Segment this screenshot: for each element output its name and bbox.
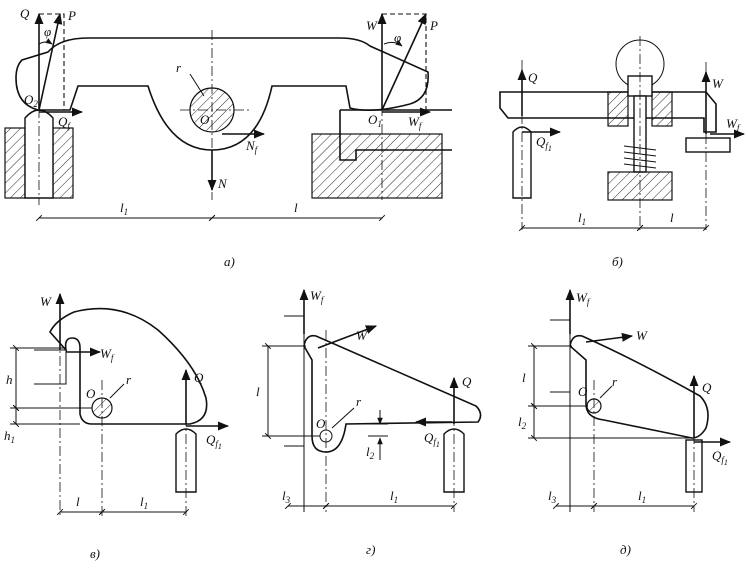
lever-plate [499, 91, 717, 133]
label-c-Wf: Wf [100, 346, 115, 363]
leader-r [189, 73, 205, 97]
label-e-l3: l3 [548, 488, 557, 505]
force-e-W [585, 332, 634, 343]
right-support-hatch [311, 133, 443, 199]
label-e-r: r [612, 374, 618, 389]
label-e-l1: l1 [638, 488, 646, 505]
caption-a: а) [224, 254, 235, 269]
label-e-Q: Q [702, 380, 712, 395]
workpiece-d [284, 315, 305, 447]
label-c-h: h [6, 372, 13, 387]
lever-c [49, 307, 208, 425]
label-e-l2: l2 [518, 414, 527, 431]
label-Nf: Nf [245, 138, 259, 155]
panel-a: Q P φ O2 Qf r O Nf N W P φ O1 Wf l1 l а) [4, 6, 452, 269]
label-e-Wf: Wf [576, 290, 591, 307]
label-e-O: O [578, 384, 588, 399]
parallelogram-left [39, 13, 65, 110]
label-O1: O1 [368, 112, 382, 129]
label-P: P [67, 8, 76, 23]
caption-c: в) [90, 546, 100, 561]
label-O: O [200, 112, 210, 127]
lever-d [303, 334, 482, 453]
label-P-right: P [429, 18, 438, 33]
label-d-l: l [256, 384, 260, 399]
angle-phi-left [38, 38, 53, 45]
plate-section-right [651, 91, 673, 127]
label-e-W: W [636, 328, 648, 343]
workpiece-b [685, 137, 731, 153]
lever-e [569, 334, 709, 439]
caption-e: д) [620, 542, 631, 557]
caption-b: б) [612, 254, 623, 269]
lever-body [15, 37, 429, 151]
label-d-l2: l2 [366, 444, 375, 461]
label-b-l1: l1 [578, 210, 586, 227]
label-c-l: l [76, 494, 80, 509]
label-e-l: l [522, 370, 526, 385]
label-d-l1: l1 [390, 488, 398, 505]
label-d-Wf: Wf [310, 288, 325, 305]
label-c-l1: l1 [140, 494, 148, 511]
parallelogram-right [382, 13, 427, 110]
force-d-W [317, 325, 378, 349]
label-c-r: r [126, 372, 132, 387]
label-d-Q: Q [462, 374, 472, 389]
label-c-O: O [86, 386, 96, 401]
panel-e: Wf W l r O l2 Q Qf1 l3 l1 д) [518, 288, 732, 557]
workpiece-c [34, 349, 67, 385]
label-r: r [176, 60, 182, 75]
left-support-hatch [4, 127, 26, 199]
label-c-W: W [40, 294, 52, 309]
label-b-Qf1: Qf1 [536, 134, 552, 153]
workpiece-e [550, 319, 571, 393]
label-l: l [294, 200, 298, 215]
label-Q: Q [20, 6, 30, 21]
label-Qf: Qf [58, 114, 71, 131]
label-b-Q: Q [528, 70, 538, 85]
label-l1: l1 [120, 200, 128, 217]
label-b-l: l [670, 210, 674, 225]
label-O2: O2 [24, 92, 38, 109]
label-c-h1: h1 [4, 428, 15, 445]
label-Wf: Wf [408, 114, 423, 131]
force-P-left [38, 12, 63, 111]
label-e-Qf1: Qf1 [712, 448, 728, 467]
leader-d-r [331, 407, 355, 429]
label-phi: φ [44, 24, 51, 39]
panel-d: Wf W l r O l2 Q Qf1 l3 l1 г) [256, 288, 482, 557]
label-d-l3: l3 [282, 488, 291, 505]
leader-c-r [109, 383, 125, 399]
label-d-W: W [356, 328, 368, 343]
angle-phi-right [383, 39, 403, 47]
panel-b: Q Qf1 W Wf l1 l б) [499, 36, 746, 269]
plate-section-left [607, 91, 629, 127]
label-c-Qf1: Qf1 [206, 432, 222, 451]
panel-c: W Wf h h1 O r Q Qf1 l l1 в) [4, 292, 230, 561]
label-c-Q: Q [194, 370, 204, 385]
leader-e-r [599, 385, 613, 399]
label-phi-right: φ [394, 30, 401, 45]
label-b-Wf: Wf [726, 116, 741, 133]
label-b-W: W [712, 76, 724, 91]
caption-d: г) [366, 542, 375, 557]
force-P-right [381, 12, 427, 111]
label-d-O: O [316, 416, 326, 431]
label-d-Qf1: Qf1 [424, 430, 440, 449]
label-N: N [217, 176, 228, 191]
label-W: W [366, 18, 378, 33]
left-support-hatch-2 [52, 127, 74, 199]
label-d-r: r [356, 394, 362, 409]
